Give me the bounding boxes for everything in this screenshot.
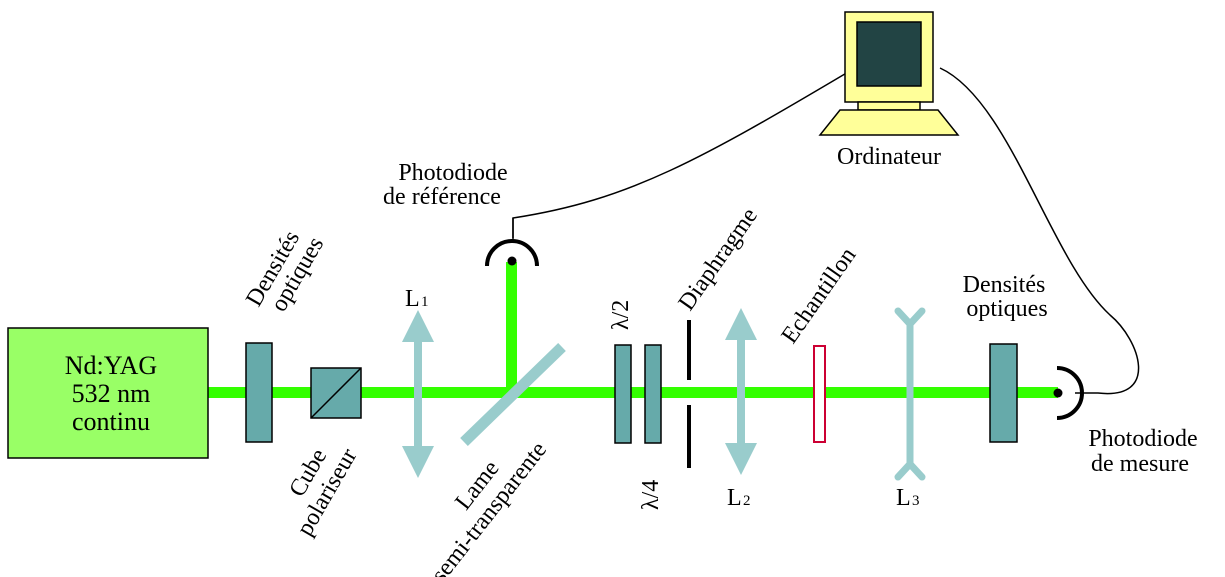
- half-wave-plate: [614, 344, 632, 444]
- semi-transparent-plate-label: Lame semi-transparente: [427, 437, 553, 577]
- lens-l2-index: 2: [743, 493, 751, 509]
- reference-photodiode-label-line1: Photodiode: [398, 160, 507, 186]
- semi-transparent-plate: [460, 343, 566, 446]
- measurement-photodiode: [1053, 366, 1084, 420]
- main-laser-beam: [208, 387, 1058, 398]
- reference-cable: [512, 64, 861, 238]
- lens-l3-letter: L: [896, 485, 911, 511]
- half-wave-label: λ/2: [608, 300, 634, 330]
- computer: [818, 11, 960, 136]
- reference-photodiode: [485, 218, 539, 267]
- sample-label: Echantillon: [777, 243, 862, 349]
- computer-label: Ordinateur: [837, 144, 941, 170]
- optical-density-filter-right: [989, 343, 1018, 443]
- laser-source: Nd:YAG 532 nm continu: [7, 327, 209, 459]
- laser-label-mode: continu: [72, 407, 150, 436]
- lame-line2: semi-transparente: [427, 437, 553, 577]
- optical-density-filter-left: [245, 342, 273, 443]
- laser-label-wavelength: 532 nm: [72, 379, 151, 408]
- computer-screen: [856, 21, 922, 87]
- lens-l1-letter: L: [405, 286, 420, 312]
- measure-cable: [939, 67, 1140, 395]
- quarter-wave-label: λ/4: [638, 480, 664, 510]
- lens-l3-index: 3: [912, 493, 920, 509]
- reference-photodiode-label-line2: de référence: [383, 184, 501, 210]
- reflected-beam: [506, 262, 517, 394]
- diaphragm-label: Diaphragme: [674, 203, 763, 315]
- polarizing-cube-label: Cube polariseur: [284, 444, 362, 540]
- lens-l3: [894, 307, 926, 481]
- densites-right-line1: Densités: [963, 272, 1046, 298]
- polarizing-cube: [310, 367, 362, 419]
- measurement-photodiode-label-line1: Photodiode: [1088, 426, 1197, 452]
- lens-l1-index: 1: [421, 294, 429, 310]
- measurement-photodiode-label-line2: de mesure: [1091, 451, 1189, 477]
- quarter-wave-plate: [644, 344, 662, 444]
- computer-neck: [857, 101, 921, 111]
- densites-right-line2: optiques: [966, 296, 1047, 322]
- computer-keyboard: [818, 109, 960, 136]
- laser-label-model: Nd:YAG: [65, 351, 157, 380]
- optical-density-left-label: Densités optiques: [241, 226, 329, 316]
- sample: [813, 345, 826, 443]
- lens-l2-letter: L: [727, 485, 742, 511]
